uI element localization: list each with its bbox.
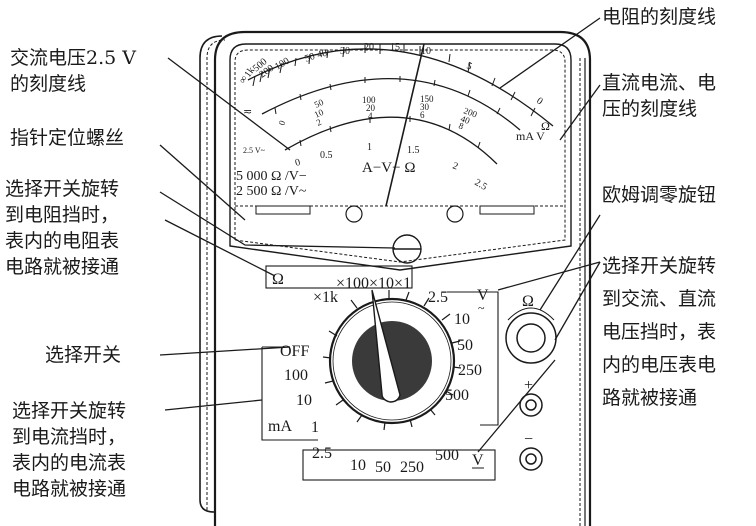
svg-text:Ω: Ω bbox=[541, 119, 550, 133]
callout-current-range: 选择开关旋转 到电流挡时， 表内的电流表 电路就被接通 bbox=[12, 400, 127, 500]
svg-text:2.5: 2.5 bbox=[428, 289, 448, 306]
callout-pointer-screw: 指针定位螺丝 bbox=[10, 127, 125, 149]
svg-text:50: 50 bbox=[375, 459, 391, 476]
svg-text:0.5: 0.5 bbox=[320, 150, 333, 161]
svg-text:6: 6 bbox=[420, 110, 425, 120]
svg-text:4: 4 bbox=[368, 111, 373, 121]
callout-voltage-range: 选择开关旋转 到交流、直流 电压挡时，表 内的电压表电 路就被接通 bbox=[602, 255, 717, 409]
svg-text:30: 30 bbox=[420, 102, 430, 112]
svg-text:2: 2 bbox=[315, 117, 323, 128]
svg-text:2: 2 bbox=[451, 160, 459, 172]
svg-text:150: 150 bbox=[420, 94, 434, 104]
svg-text:2.5 V~: 2.5 V~ bbox=[243, 146, 266, 155]
pointer-zero-screw-icon[interactable] bbox=[392, 234, 422, 264]
ac-scale-labels: 2.5 V~ 0 0.5 1 1.5 2 2.5 A−V− Ω 5 000 Ω … bbox=[236, 142, 489, 199]
svg-text:OFF: OFF bbox=[280, 343, 309, 360]
svg-text:10: 10 bbox=[421, 46, 431, 57]
svg-text:mA V: mA V bbox=[516, 129, 545, 143]
svg-text:100: 100 bbox=[273, 56, 291, 73]
leader-lines bbox=[159, 17, 601, 453]
ohm-scale-labels: ∞ 1k 500 200 100 50 40 30 20 15 10 5 0 Ω bbox=[237, 42, 550, 133]
svg-text:500: 500 bbox=[435, 447, 459, 464]
callout-ohm-scale: 电阻的刻度线 bbox=[602, 6, 717, 28]
dc-scale-labels: 0 50 10 2 100 20 4 150 30 6 200 40 8 mA … bbox=[243, 94, 545, 143]
minus-label: − bbox=[524, 431, 533, 448]
svg-text:10: 10 bbox=[350, 457, 366, 474]
svg-text:30: 30 bbox=[340, 46, 350, 57]
svg-text:A−V− Ω: A−V− Ω bbox=[362, 160, 415, 176]
ac-scale-arc bbox=[284, 116, 498, 165]
selector-boxes bbox=[261, 265, 499, 481]
meter-body bbox=[199, 30, 592, 526]
callout-dc-scale: 直流电流、电 压的刻度线 bbox=[602, 72, 717, 120]
ohm-adjust-knob[interactable] bbox=[505, 307, 557, 364]
svg-text:5: 5 bbox=[465, 60, 473, 72]
svg-text:V: V bbox=[472, 452, 484, 469]
svg-text:250: 250 bbox=[400, 459, 424, 476]
svg-text:5 000 Ω /V−: 5 000 Ω /V− bbox=[236, 169, 307, 184]
pointer-needle bbox=[385, 43, 425, 207]
svg-text:0: 0 bbox=[534, 95, 544, 107]
svg-text:∞: ∞ bbox=[237, 74, 250, 86]
callout-ohm-zero-knob: 欧姆调零旋钮 bbox=[602, 184, 717, 206]
svg-text:40: 40 bbox=[316, 48, 329, 61]
svg-text:2.5: 2.5 bbox=[312, 445, 332, 462]
svg-text:0: 0 bbox=[276, 119, 287, 127]
svg-text:50: 50 bbox=[303, 51, 316, 65]
svg-text:8: 8 bbox=[457, 120, 465, 131]
svg-text:50: 50 bbox=[457, 337, 473, 354]
callout-ac-2.5v-scale: 交流电压2.5 V 的刻度线 bbox=[10, 47, 136, 95]
selector-ticks bbox=[322, 290, 462, 431]
ohm-adjust-label: Ω bbox=[522, 293, 534, 310]
svg-text:250: 250 bbox=[458, 362, 482, 379]
svg-text:100: 100 bbox=[284, 367, 308, 384]
svg-text:1: 1 bbox=[367, 142, 372, 153]
svg-text:1: 1 bbox=[311, 419, 319, 436]
svg-text:×100×10×1: ×100×10×1 bbox=[336, 275, 411, 292]
svg-text:×1k: ×1k bbox=[313, 289, 338, 306]
scale-ticks bbox=[252, 44, 536, 149]
plus-terminal[interactable] bbox=[519, 393, 543, 417]
svg-text:2.5: 2.5 bbox=[473, 177, 489, 193]
selector-switch[interactable] bbox=[328, 289, 456, 425]
svg-text:20: 20 bbox=[364, 42, 374, 53]
svg-text:10: 10 bbox=[454, 311, 470, 328]
svg-text:40: 40 bbox=[459, 113, 471, 126]
ohm-scale-arc bbox=[247, 48, 554, 127]
svg-text:20: 20 bbox=[366, 103, 376, 113]
callout-selector-switch: 选择开关 bbox=[45, 344, 122, 366]
svg-text:Ω: Ω bbox=[272, 271, 284, 288]
plus-label: + bbox=[524, 377, 533, 394]
svg-text:100: 100 bbox=[362, 95, 376, 105]
svg-text:≂: ≂ bbox=[243, 106, 252, 118]
svg-text:mA: mA bbox=[268, 418, 292, 435]
dc-scale-arc bbox=[261, 77, 521, 131]
svg-text:1.5: 1.5 bbox=[407, 145, 420, 156]
svg-text:200: 200 bbox=[462, 105, 479, 119]
svg-text:500: 500 bbox=[445, 387, 469, 404]
svg-text:10: 10 bbox=[296, 392, 312, 409]
minus-terminal[interactable] bbox=[519, 447, 543, 471]
svg-text:15: 15 bbox=[390, 42, 400, 53]
svg-text:V: V bbox=[477, 287, 489, 304]
dial-window bbox=[229, 43, 572, 271]
svg-text:2 500 Ω /V~: 2 500 Ω /V~ bbox=[236, 184, 307, 199]
selector-labels: Ω ×100×10×1 ×1k OFF 100 10 mA 1 2.5 10 5… bbox=[268, 271, 489, 476]
svg-text:~: ~ bbox=[478, 301, 485, 315]
callout-ohm-range: 选择开关旋转 到电阻挡时， 表内的电阻表 电路就被接通 bbox=[5, 178, 120, 278]
svg-text:0: 0 bbox=[294, 157, 302, 169]
